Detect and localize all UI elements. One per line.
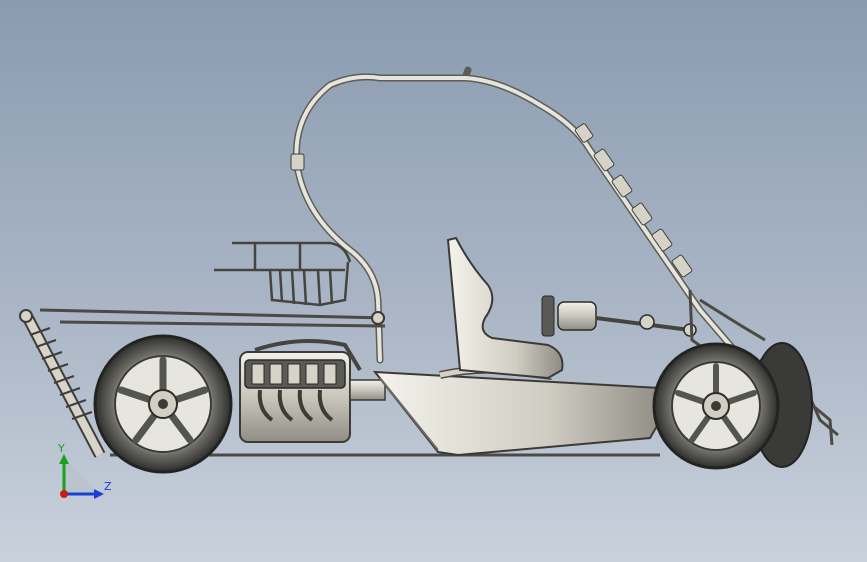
steering-column <box>541 295 697 337</box>
rear-wheel <box>93 334 233 474</box>
rear-shock-absorber <box>19 309 106 458</box>
coordinate-triad-icon: Y Z <box>57 442 112 499</box>
y-axis-label: Y <box>57 442 65 455</box>
cage-clamps <box>290 123 693 278</box>
driver-seat <box>446 236 564 380</box>
z-axis-label: Z <box>104 480 112 493</box>
driveline <box>349 311 386 401</box>
floor-pan <box>372 365 667 457</box>
cargo-rack <box>214 241 352 307</box>
front-wheel <box>652 342 813 470</box>
engine-block <box>239 339 362 443</box>
